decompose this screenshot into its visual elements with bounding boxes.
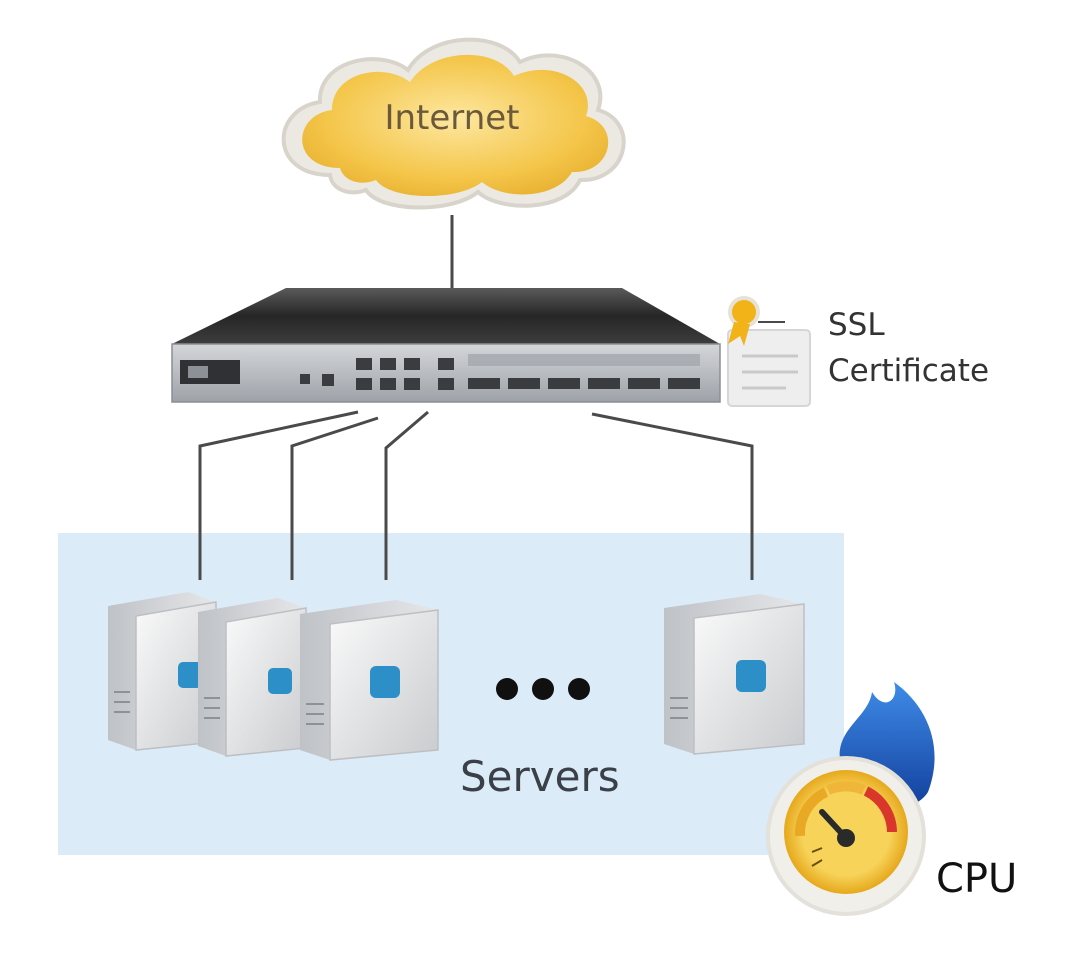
- cloud-icon: [281, 37, 626, 210]
- internet-label: Internet: [384, 98, 520, 138]
- certificate-icon: [727, 296, 811, 407]
- network-appliance-icon: [171, 288, 721, 403]
- server-icon: [198, 598, 307, 757]
- server-icon: [108, 592, 217, 751]
- cpu-label: CPU: [936, 856, 1018, 902]
- ellipsis-dot: [568, 678, 590, 700]
- server-icon: [300, 600, 439, 761]
- ssl-label-line2: Certificate: [828, 353, 990, 389]
- connection-lines: [198, 215, 754, 580]
- ssl-certificate-label: SSL Certificate: [828, 302, 989, 394]
- ellipsis-dot: [532, 678, 554, 700]
- ellipsis-dot: [496, 678, 518, 700]
- ssl-label-line1: SSL: [828, 307, 885, 343]
- cpu-gauge-icon: [766, 756, 926, 916]
- server-icon: [664, 594, 805, 755]
- servers-label: Servers: [460, 752, 620, 801]
- ellipsis-icon: [496, 678, 590, 700]
